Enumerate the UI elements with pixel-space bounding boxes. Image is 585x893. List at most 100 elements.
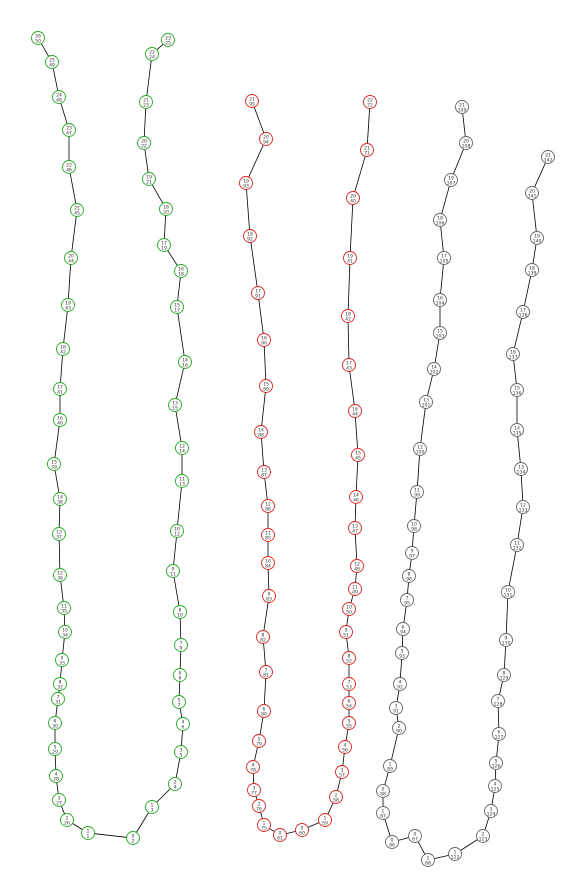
gray-chain-node: 896 [402,569,416,583]
node-label-bottom: 108 [462,143,471,149]
node-circle [247,783,261,797]
green-chain-node: 11 [81,826,95,840]
node-label-top: 6 [348,698,351,704]
node-label-top: 2 [398,723,401,729]
green-chain-edge [177,277,181,301]
node-label-bottom: 50 [35,38,41,44]
node-label-top: 4 [399,679,402,685]
node-label-top: 20 [350,193,356,199]
green-chain-edge [58,540,61,569]
node-label-top: 4 [252,762,255,768]
node-label-bottom: 140 [533,238,542,244]
node-label-top: 17 [441,253,447,259]
node-circle [516,500,530,514]
node-circle [257,333,271,347]
node-label-top: 21 [459,102,465,108]
gray-chain-edge [517,513,523,539]
node-circle [393,677,407,691]
node-label-bottom: 47 [352,528,358,534]
red-chain-edge [354,534,358,560]
node-circle [273,828,287,842]
node-circle [53,382,67,396]
node-circle [342,651,356,665]
gray-chain-edge [407,582,409,594]
node-circle [47,457,61,471]
node-circle [168,777,182,791]
green-chain-node: 428 [49,769,63,783]
node-label-top: 15 [174,302,180,308]
node-label-bottom: 81 [263,672,269,678]
node-label-bottom: 44 [352,411,358,417]
node-label-bottom: 23 [143,102,149,108]
red-chain-node: 478 [246,760,260,774]
node-label-bottom: 129 [500,675,509,681]
node-circle [343,251,357,265]
node-label-bottom: 14 [179,448,185,454]
node-label-top: 8 [348,653,351,659]
node-label-top: 4 [344,742,347,748]
green-chain-node: 68 [173,668,187,682]
node-label-top: 0 [391,837,394,843]
node-circle [433,293,447,307]
node-label-top: 3 [341,767,344,773]
node-circle [53,568,67,582]
gray-chain-edge [453,148,464,175]
node-label-top: 24 [56,92,62,98]
green-chain-edge [136,812,149,833]
node-label-top: 12 [179,443,185,449]
node-label-bottom: 52 [346,658,352,664]
node-circle [413,442,427,456]
node-circle [525,263,539,277]
node-label-bottom: 105 [440,258,449,264]
node-label-bottom: 27 [56,800,62,806]
green-chain-edge [178,681,181,696]
node-label-top: 5 [495,758,498,764]
node-circle [444,173,458,187]
node-circle [257,818,271,832]
node-label-bottom: 85 [265,535,271,541]
node-label-top: 11 [179,476,185,482]
gray-chain-node: 086 [385,835,399,849]
red-chain-edge [355,461,359,491]
green-chain-edge [144,149,149,173]
node-circle [383,759,397,773]
node-label-top: 19 [65,300,71,306]
node-label-top: 19 [534,233,540,239]
red-chain-node: 654 [342,696,356,710]
green-chain-node: 226 [60,813,74,827]
node-label-top: 9 [172,566,175,572]
node-circle [70,203,84,217]
node-label-bottom: 91 [393,708,399,714]
node-circle [261,556,275,570]
node-circle [53,677,67,691]
node-label-top: 14 [57,494,63,500]
node-label-top: 19 [243,178,249,184]
node-label-bottom: 88 [380,791,386,797]
gray-chain-edge [434,855,449,859]
node-circle [53,492,67,506]
red-chain-node: 983 [262,589,276,603]
node-label-top: 20 [141,138,147,144]
node-circle [506,347,520,361]
node-circle [376,784,390,798]
node-circle [252,734,266,748]
node-label-top: 22 [66,162,72,168]
